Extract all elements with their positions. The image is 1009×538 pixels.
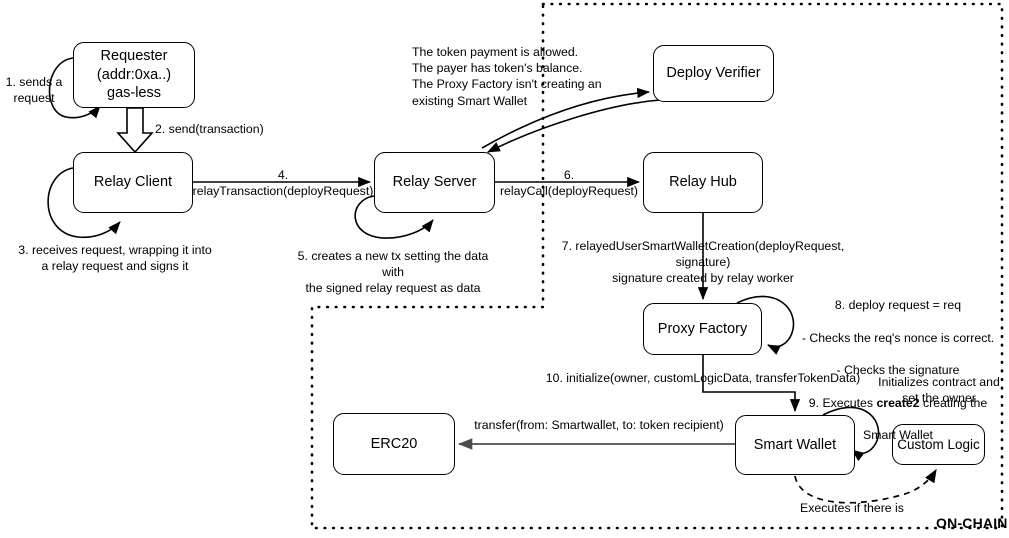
node-requester[interactable]: Requester (addr:0xa..) gas-less: [73, 42, 195, 108]
node-proxy-factory[interactable]: Proxy Factory: [643, 303, 762, 355]
note-line-smart-wallet: Smart Wallet: [863, 427, 933, 442]
node-relay-client[interactable]: Relay Client: [73, 152, 193, 213]
note-line-8: 8. deploy request = req: [834, 298, 962, 313]
note-proxy-factory: 8. deploy request = req - Checks the req…: [789, 281, 1007, 443]
edge-step2-block-arrow: [116, 107, 154, 154]
edge-label-step5: 5. creates a new tx setting the data wit…: [297, 249, 489, 296]
note-smart-wallet-init: Initializes contract and set the owner: [878, 375, 1000, 406]
note-line-nonce: - Checks the req's nonce is correct.: [801, 330, 995, 345]
edge-label-step6: 6. relayCall(deployRequest): [499, 168, 639, 199]
note-deploy-verifier: The token payment is allowed. The payer …: [412, 45, 602, 108]
edge-label-step7: 7. relayedUserSmartWalletCreation(deploy…: [561, 239, 845, 286]
edge-label-step1: 1. sends a request: [5, 75, 63, 106]
on-chain-label: ON-CHAIN: [936, 515, 1008, 531]
node-erc20[interactable]: ERC20: [333, 413, 455, 475]
edge-label-step2: 2. send(transaction): [155, 122, 264, 136]
edge-label-executes-if-there-is: Executes if there is: [800, 501, 904, 515]
node-relay-server[interactable]: Relay Server: [374, 152, 495, 213]
edge-label-step3: 3. receives request, wrapping it into a …: [18, 243, 212, 274]
edge-label-transfer: transfer(from: Smartwallet, to: token re…: [474, 418, 724, 432]
edge-label-step4: 4. relayTransaction(deployRequest): [192, 168, 374, 199]
node-relay-hub[interactable]: Relay Hub: [643, 152, 763, 213]
note-line-9-pre: 9. Executes: [808, 395, 877, 410]
